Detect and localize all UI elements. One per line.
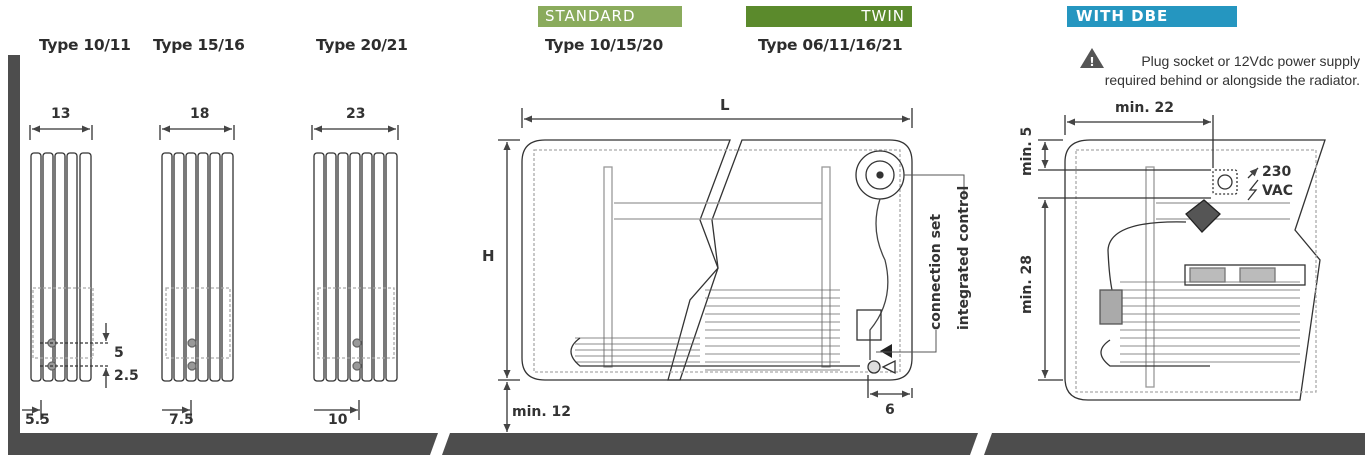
standard-type-heading: Type 10/15/20 [545, 36, 663, 54]
connection-set-label: connection set [928, 213, 944, 330]
side-view-c [311, 125, 399, 420]
floor-bar-2 [442, 433, 978, 455]
warning-triangle-icon [1080, 48, 1104, 68]
side-view-b [159, 125, 235, 420]
type-20-21-heading: Type 20/21 [316, 36, 408, 54]
width-18-label: 18 [190, 106, 210, 122]
svg-text:!: ! [1089, 55, 1094, 69]
power-note: Plug socket or 12Vdc power supply requir… [1070, 52, 1360, 90]
gap-5-label: 5 [114, 345, 124, 361]
power-note-line2: required behind or alongside the radiato… [1104, 72, 1360, 88]
power-note-line1: Plug socket or 12Vdc power supply [1141, 53, 1360, 69]
floor-bar-3 [984, 433, 1365, 455]
offset-6-label: 6 [885, 402, 895, 418]
min-22-label: min. 22 [1115, 100, 1175, 116]
dbe-badge: WITH DBE [1067, 6, 1237, 27]
voltage-unit-label: VAC [1262, 183, 1293, 199]
height-h-label: H [482, 247, 495, 265]
offset-5-5-label: 5.5 [25, 412, 50, 428]
width-23-label: 23 [346, 106, 366, 122]
offset-10-label: 10 [328, 412, 348, 428]
width-13-label: 13 [51, 106, 71, 122]
front-view [498, 108, 965, 432]
gap-2-5-label: 2.5 [114, 368, 139, 384]
convector-fins [575, 289, 840, 371]
integrated-control-label: integrated control [956, 185, 972, 330]
min-12-label: min. 12 [512, 404, 572, 420]
floor-bar-1 [8, 433, 438, 455]
voltage-value-label: 230 [1262, 164, 1292, 180]
offset-7-5-label: 7.5 [169, 412, 194, 428]
wall [8, 55, 20, 455]
twin-badge: TWIN [746, 6, 912, 27]
min-28-label: min. 28 [1019, 254, 1035, 314]
length-l-label: L [720, 96, 730, 114]
type-10-11-heading: Type 10/11 [39, 36, 131, 54]
type-15-16-heading: Type 15/16 [153, 36, 245, 54]
dbe-view [1038, 48, 1326, 401]
twin-type-heading: Type 06/11/16/21 [758, 36, 903, 54]
side-view-a [22, 125, 110, 420]
min-5-label: min. 5 [1019, 126, 1035, 176]
standard-badge: STANDARD [538, 6, 682, 27]
